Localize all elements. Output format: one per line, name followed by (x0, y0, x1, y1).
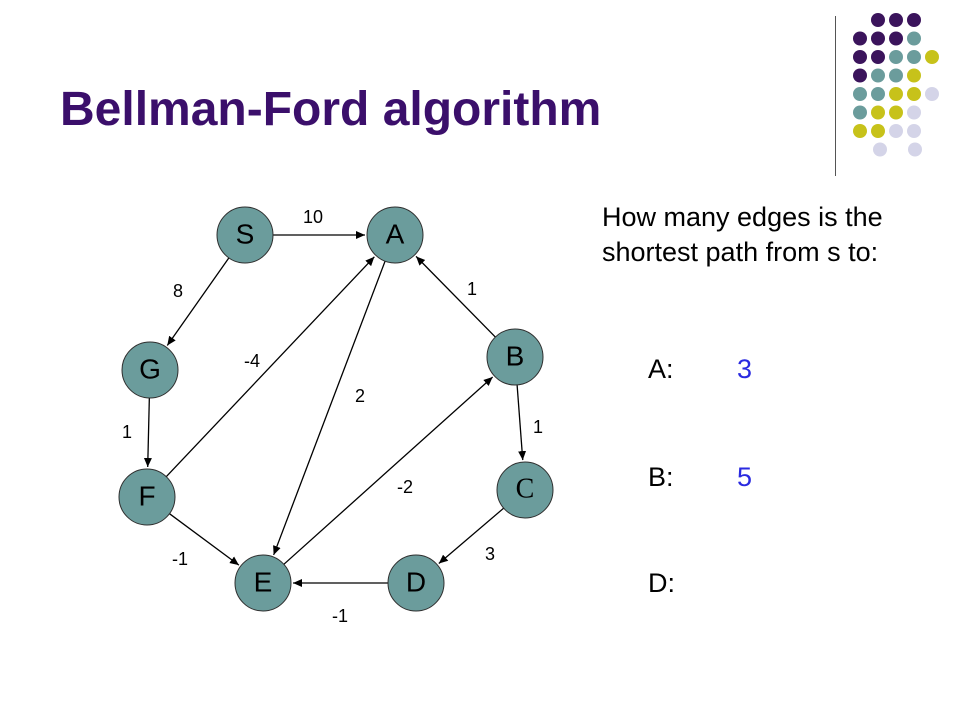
decorative-dot (871, 105, 885, 120)
decorative-dot (907, 87, 921, 101)
edge-c-d (438, 507, 505, 565)
edge-weight-g-f: 1 (122, 422, 132, 442)
edge-b-a (415, 255, 496, 338)
decorative-dot (889, 87, 903, 101)
decorative-divider (835, 16, 836, 176)
graph-edges: 10 8 1 -4 2 1 1 -2 3 -1 -1 (122, 207, 543, 626)
answer-label-b: B: (648, 462, 674, 492)
edge-weight-f-e: -1 (172, 549, 188, 569)
edge-f-a (165, 256, 375, 478)
decorative-dot (853, 31, 867, 46)
decorative-dot (871, 68, 885, 83)
node-circle (387, 554, 445, 612)
decorative-dot (907, 124, 921, 138)
edge-weight-c-d: 3 (485, 544, 495, 564)
decorative-dot (853, 105, 867, 120)
node-label: B (506, 340, 525, 371)
decorative-dot (853, 68, 867, 83)
node-c: C (496, 461, 554, 519)
edge-weight-d-e: -1 (332, 606, 348, 626)
node-circle (118, 468, 176, 526)
graph-nodes: S A G B F C E D (118, 206, 554, 612)
node-circle (216, 206, 274, 264)
edge-weight-s-a: 10 (303, 207, 323, 227)
decorative-dot (907, 13, 921, 27)
answer-value-b: 5 (737, 462, 753, 492)
node-d: D (387, 554, 445, 612)
decorative-dot (889, 31, 903, 46)
node-circle (486, 328, 544, 386)
edge-weight-a-e: 2 (355, 386, 365, 406)
edge-weight-b-c: 1 (533, 417, 543, 437)
edge-f-e (169, 513, 240, 566)
decorative-dot (908, 142, 922, 157)
edge-weight-s-g: 8 (173, 281, 183, 301)
node-circle (121, 341, 179, 399)
decorative-dot (871, 124, 885, 138)
node-label: E (254, 566, 273, 597)
decorative-dot (871, 31, 885, 46)
node-label: C (516, 473, 535, 504)
slide-title: Bellman-Ford algorithm (60, 83, 602, 136)
decorative-dot (853, 124, 867, 138)
decorative-dot (853, 50, 867, 64)
edge-weight-b-a: 1 (467, 279, 477, 299)
decorative-dot (889, 13, 903, 27)
decorative-dot (889, 124, 903, 138)
node-label: F (138, 480, 155, 511)
node-a: A (366, 206, 424, 264)
answer-value-a: 3 (737, 354, 753, 384)
edge-weight-e-b: -2 (397, 477, 413, 497)
node-e: E (234, 554, 292, 612)
decorative-dot (907, 68, 921, 83)
edge-weight-f-a: -4 (244, 351, 260, 371)
answer-label-a: A: (648, 354, 674, 384)
decorative-dot (925, 87, 939, 101)
decorative-dot (889, 105, 903, 120)
answer-label-d: D: (648, 568, 675, 598)
decorative-dot (889, 50, 903, 64)
decorative-dot (907, 31, 921, 46)
node-label: A (386, 218, 405, 249)
node-label: D (406, 566, 426, 597)
decorative-dot (907, 105, 921, 120)
node-circle (496, 461, 554, 519)
decorative-dot (907, 50, 921, 64)
edge-b-c (516, 384, 527, 461)
decorative-dot (853, 87, 867, 101)
decorative-dot (925, 50, 939, 64)
edge-e-b (283, 376, 494, 565)
node-label: S (236, 218, 255, 249)
node-label: G (139, 353, 161, 384)
decorative-dot (889, 68, 903, 83)
decorative-dot (873, 142, 887, 157)
node-g: G (121, 341, 179, 399)
edge-g-f (143, 397, 152, 468)
decorative-dot (871, 87, 885, 101)
node-f: F (118, 468, 176, 526)
decorative-dot (871, 50, 885, 64)
node-circle (234, 554, 292, 612)
edge-s-g (166, 257, 230, 346)
node-s: S (216, 206, 274, 264)
question-text: How many edges is the shortest path from… (602, 202, 883, 267)
node-b: B (486, 328, 544, 386)
decorative-dot (871, 13, 885, 27)
edge-a-e (273, 260, 386, 556)
node-circle (366, 206, 424, 264)
